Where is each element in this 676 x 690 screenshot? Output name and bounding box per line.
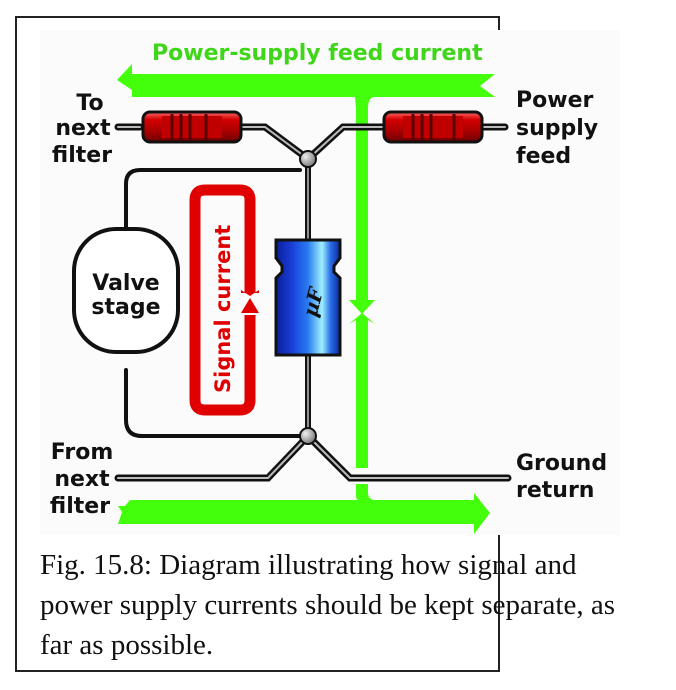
ground-return-arrow: [118, 493, 490, 534]
power-feed-down-branch: [349, 97, 375, 314]
svg-text:return: return: [516, 478, 594, 503]
wires: [114, 123, 512, 482]
svg-text:next: next: [54, 467, 110, 492]
svg-text:filter: filter: [50, 494, 110, 519]
signal-current-arrowhead: [241, 298, 259, 313]
signal-current-loop: Signal current: [189, 184, 259, 416]
power-supply-feed-label: Power supply feed: [516, 88, 598, 169]
resistor-right: [382, 110, 484, 144]
signal-current-label: Signal current: [211, 225, 235, 393]
ground-return-label: Ground return: [516, 451, 607, 503]
valve-stage: Valve stage: [72, 227, 180, 354]
power-feed-arrow: [117, 64, 495, 97]
from-next-filter-label: From next filter: [50, 440, 113, 519]
power-current-path: [117, 64, 495, 534]
bottom-junction-node: [299, 427, 317, 445]
svg-text:Ground: Ground: [516, 451, 607, 476]
power-return-corner: [356, 484, 376, 500]
capacitor: µF: [274, 238, 342, 357]
svg-text:From: From: [51, 440, 114, 465]
to-next-filter-label: To next filter: [52, 91, 112, 168]
circuit-diagram: Power-supply feed current: [49, 41, 608, 534]
valve-stage-label-line1: Valve: [92, 271, 159, 296]
svg-text:supply: supply: [516, 116, 598, 141]
valve-stage-label-line2: stage: [91, 295, 160, 320]
figure-caption: Fig. 15.8: Diagram illustrating how sign…: [40, 549, 616, 661]
top-junction-node: [299, 150, 317, 168]
power-feed-current-label: Power-supply feed current: [152, 41, 483, 66]
svg-text:Power: Power: [516, 88, 593, 113]
resistor-left: [141, 110, 243, 144]
power-feed-down-lower: [349, 313, 375, 468]
svg-text:next: next: [55, 116, 111, 141]
svg-text:To: To: [76, 91, 103, 116]
svg-text:feed: feed: [516, 144, 571, 169]
svg-text:filter: filter: [52, 143, 112, 168]
